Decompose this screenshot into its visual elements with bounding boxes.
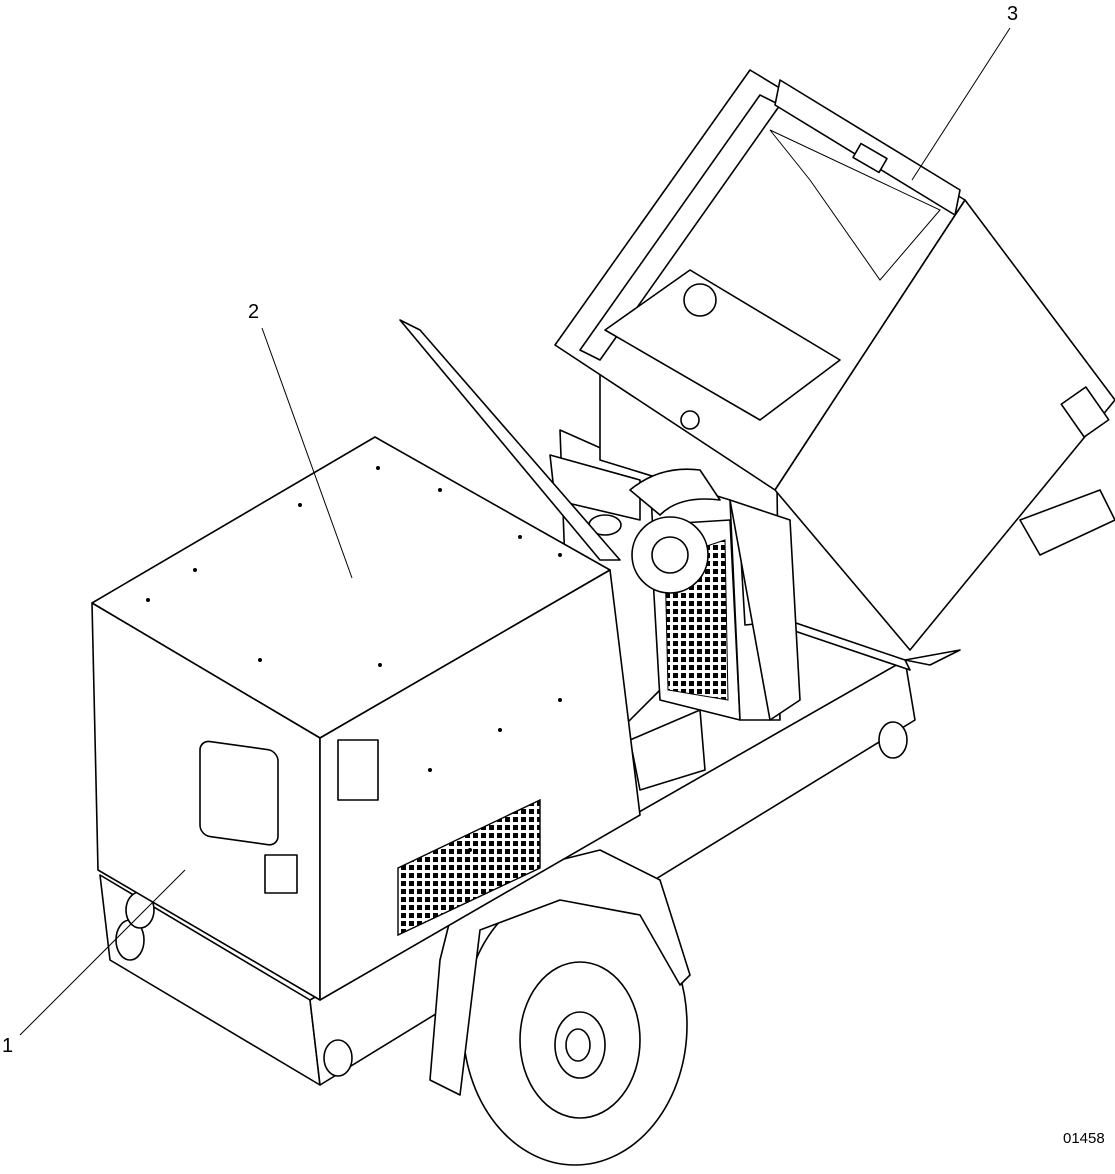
callout-label-3: 3 [1007, 3, 1019, 25]
housing-panel [91, 319, 641, 1001]
callout-label-1: 1 [2, 1035, 14, 1057]
callout-leader-1 [19, 869, 186, 1036]
top-cover [554, 69, 1115, 651]
wheel-assembly [429, 849, 691, 1166]
callout-leader-3 [911, 27, 1011, 181]
figure-id: 01458 [1063, 1130, 1105, 1147]
callout-leader-2 [261, 327, 353, 579]
callout-label-2: 2 [248, 301, 260, 323]
